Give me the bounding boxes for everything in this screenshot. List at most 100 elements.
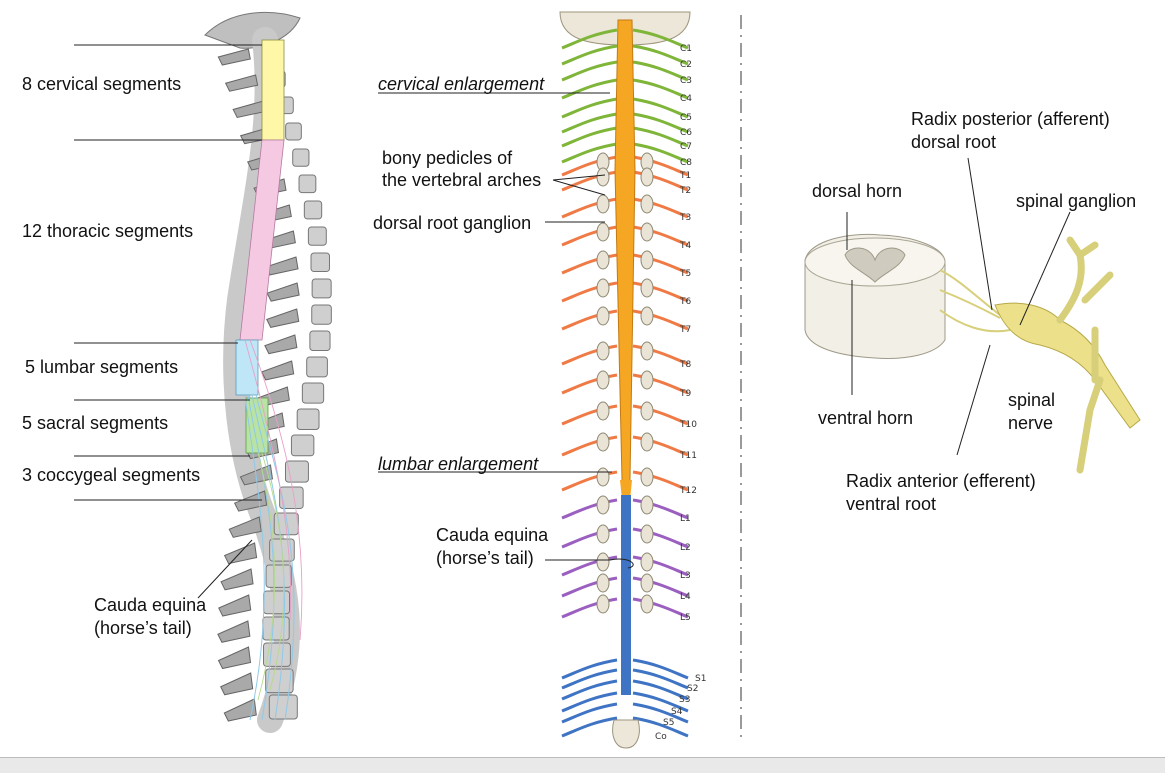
level-label: S2 — [687, 684, 698, 694]
vertebral-pedicle — [596, 167, 610, 187]
nerve-root — [561, 658, 618, 680]
vertebral-pedicle — [640, 401, 654, 421]
level-label: L2 — [680, 543, 691, 553]
level-label: T7 — [679, 325, 691, 335]
vertebral-pedicle — [640, 167, 654, 187]
coccygeal-segments-label: 3 coccygeal segments — [22, 465, 201, 485]
cervical-enlargement-label: cervical enlargement — [378, 74, 545, 94]
nerve-root — [561, 597, 618, 619]
vertebral-pedicle — [640, 370, 654, 390]
nerve-root — [561, 78, 618, 100]
vertebra-body — [265, 564, 292, 588]
nerve-root — [632, 197, 689, 219]
vertebral-pedicle — [640, 278, 654, 298]
vertebra-body — [290, 434, 315, 457]
level-label: T8 — [679, 360, 691, 370]
nerve-root — [632, 28, 689, 50]
spinous-process — [217, 48, 251, 66]
nerve-root — [561, 470, 618, 492]
level-label: C3 — [680, 76, 692, 86]
nerve-root — [561, 155, 618, 177]
left-cauda-equina-label: Cauda equina — [94, 595, 207, 615]
dorsal-root-label: dorsal root — [911, 132, 997, 152]
vertebra-body — [306, 356, 328, 378]
spinous-process — [266, 308, 300, 328]
nerve-root — [632, 373, 689, 395]
nerve-root — [561, 691, 618, 713]
vertebra-body — [263, 590, 291, 615]
vertebral-pedicle — [596, 467, 610, 487]
vertebral-pedicle — [596, 306, 610, 326]
spinous-process — [260, 360, 295, 381]
level-label: S5 — [663, 718, 674, 728]
nerve-root — [561, 668, 618, 690]
level-label: T5 — [679, 269, 691, 279]
nerve-root — [632, 225, 689, 247]
vertebra-body — [273, 512, 299, 536]
spinous-process — [217, 620, 251, 643]
nerve-root — [561, 44, 618, 66]
radix-posterior-label: Radix posterior (afferent) — [911, 109, 1110, 129]
nerve-root — [632, 97, 689, 119]
level-label: C6 — [680, 128, 692, 138]
level-label: L5 — [680, 613, 691, 623]
bony-pedicles-label: bony pedicles of — [382, 148, 513, 168]
vertebra-body — [262, 616, 290, 641]
vertebra-body — [285, 122, 302, 141]
cervical-segments-label: 8 cervical segments — [22, 74, 182, 94]
vertebral-pedicle — [596, 222, 610, 242]
level-label: S4 — [671, 707, 683, 717]
level-label: T11 — [679, 451, 697, 461]
lumbar-enlargement-label: lumbar enlargement — [378, 454, 539, 474]
ventral-root-label: ventral root — [846, 494, 937, 514]
nerve-root — [561, 126, 618, 148]
vertebra-body — [309, 330, 331, 352]
nerve-root — [632, 691, 689, 713]
level-label: C7 — [680, 142, 692, 152]
nerve-root — [632, 112, 689, 134]
vertebra-body — [311, 278, 332, 299]
vertebral-pedicle — [596, 370, 610, 390]
nerve-root — [561, 404, 618, 426]
nerve-root — [561, 170, 618, 192]
vertebra-body — [284, 460, 309, 483]
vertebral-pedicle — [596, 278, 610, 298]
vertebra-body — [296, 408, 320, 430]
nerve-root — [561, 60, 618, 82]
spinous-process — [264, 334, 298, 355]
spinous-process — [220, 672, 254, 696]
nerve-root — [561, 309, 618, 331]
level-label: C1 — [680, 44, 692, 54]
nerve-root — [632, 658, 689, 680]
level-label: L1 — [680, 514, 691, 524]
vertebra-body — [292, 148, 310, 167]
spinal-nerve-label-line1: spinal — [1008, 390, 1056, 410]
vertebra-body — [303, 200, 323, 220]
nerve-root — [632, 253, 689, 275]
spinous-process — [266, 282, 300, 302]
nerve-root — [561, 112, 618, 134]
spinous-process — [218, 594, 252, 617]
nerve-root — [561, 142, 618, 164]
spinous-process — [217, 646, 252, 670]
spinous-process — [220, 568, 254, 591]
nerve-root — [632, 716, 689, 738]
nerve-root — [632, 78, 689, 100]
nerve-root — [561, 576, 618, 598]
spinous-process — [228, 516, 262, 538]
nerve-root — [561, 281, 618, 303]
nerve-root — [561, 716, 618, 738]
vertebral-pedicle — [640, 495, 654, 515]
vertebral-pedicle — [640, 306, 654, 326]
spinous-process — [223, 698, 257, 722]
vertebral-pedicle — [640, 594, 654, 614]
lateral-spine-figure — [74, 11, 332, 733]
vertebra-body — [263, 642, 291, 667]
nerve-root — [632, 309, 689, 331]
nerve-root — [632, 126, 689, 148]
vertebral-pedicle — [640, 222, 654, 242]
nerve-root — [632, 344, 689, 366]
level-label: T12 — [679, 486, 697, 496]
nerve-root — [561, 527, 618, 549]
level-label: Co — [655, 732, 667, 742]
